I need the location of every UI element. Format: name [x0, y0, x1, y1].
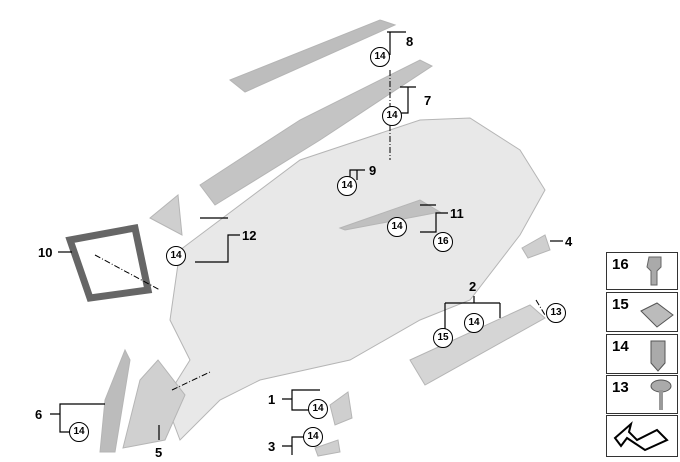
trim-part-7 — [199, 59, 433, 206]
circle-callout: 13 — [546, 303, 566, 323]
circle-callout: 15 — [433, 328, 453, 348]
bracket-part-4 — [521, 234, 551, 259]
circle-callout: 14 — [308, 399, 328, 419]
circle-callout: 14 — [166, 246, 186, 266]
legend-arrow — [606, 415, 678, 457]
legend-item-13: 13 — [606, 375, 678, 414]
callout-6: 6 — [35, 407, 43, 422]
bracket-part-1 — [329, 391, 353, 426]
callout-1: 1 — [268, 392, 276, 407]
trim-part-8 — [229, 19, 397, 93]
circle-callout: 14 — [464, 313, 484, 333]
clip-icon — [646, 256, 662, 286]
dashboard-panel — [164, 117, 546, 441]
spring-clip-icon — [640, 302, 674, 328]
circle-callout: 16 — [433, 232, 453, 252]
glovebox-part-2 — [409, 304, 546, 386]
trim-part-11 — [338, 199, 442, 231]
circle-callout: 14 — [337, 176, 357, 196]
nut-clip-icon — [650, 340, 666, 372]
legend-item-16: 16 — [606, 252, 678, 290]
circle-callout: 14 — [69, 422, 89, 442]
callout-7: 7 — [424, 93, 432, 108]
trim-strip-part-6 — [99, 348, 131, 453]
bracket-part-3 — [314, 439, 341, 457]
callout-4: 4 — [565, 234, 573, 249]
circle-callout: 14 — [382, 106, 402, 126]
callout-5: 5 — [155, 445, 163, 460]
callout-10: 10 — [38, 245, 53, 260]
callout-12: 12 — [242, 228, 257, 243]
circle-callout: 14 — [370, 47, 390, 67]
callout-9: 9 — [369, 163, 377, 178]
legend-item-15: 15 — [606, 292, 678, 332]
circle-callout: 14 — [387, 217, 407, 237]
callout-8: 8 — [406, 34, 414, 49]
frame-part-10 — [65, 223, 153, 302]
legend-item-14: 14 — [606, 334, 678, 374]
screw-icon — [650, 379, 672, 410]
side-cover-part-5 — [122, 359, 186, 449]
circle-callout: 14 — [303, 427, 323, 447]
callout-2: 2 — [469, 279, 477, 294]
arrow-icon — [613, 421, 669, 452]
trim-part-12 — [149, 194, 183, 236]
callout-3: 3 — [268, 439, 276, 454]
callout-11: 11 — [450, 206, 464, 221]
